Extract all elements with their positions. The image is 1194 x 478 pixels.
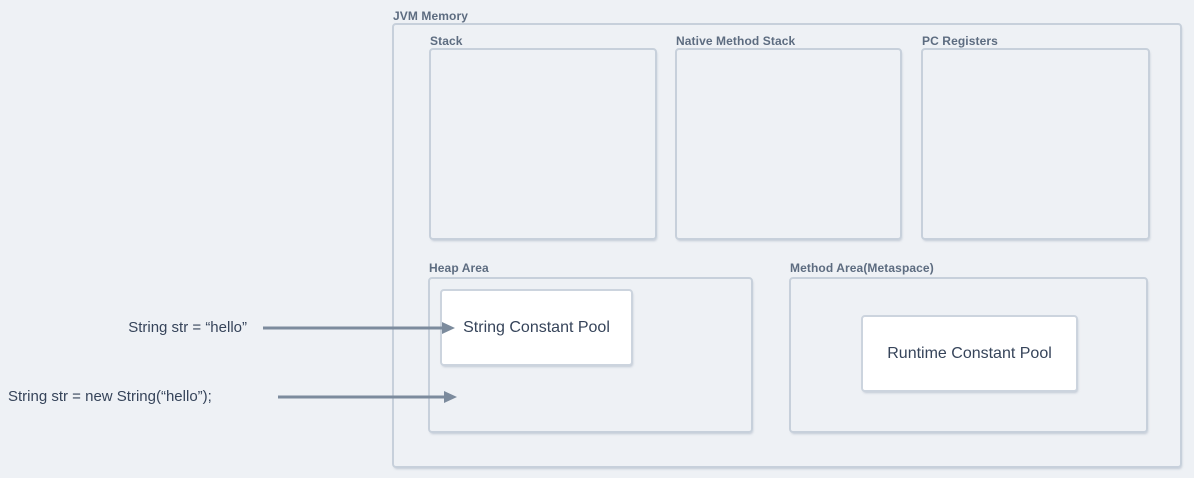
string-constant-pool-node: String Constant Pool — [440, 289, 633, 366]
method-area-label: Method Area(Metaspace) — [790, 261, 934, 275]
runtime-constant-pool-node: Runtime Constant Pool — [861, 315, 1078, 392]
code-annotation-string-literal: String str = “hello” — [128, 319, 247, 336]
pc-registers-label: PC Registers — [922, 34, 998, 48]
stack-box — [429, 48, 657, 240]
method-area-box — [789, 277, 1148, 433]
jvm-memory-group-box — [392, 23, 1182, 468]
jvm-memory-title: JVM Memory — [393, 9, 469, 23]
native-method-stack-label: Native Method Stack — [676, 34, 796, 48]
code-annotation-new-string: String str = new String(“hello”); — [8, 388, 212, 405]
pc-registers-box — [921, 48, 1150, 240]
stack-label: Stack — [430, 34, 463, 48]
heap-area-label: Heap Area — [429, 261, 489, 275]
native-method-stack-box — [675, 48, 902, 240]
heap-area-box — [428, 277, 753, 433]
